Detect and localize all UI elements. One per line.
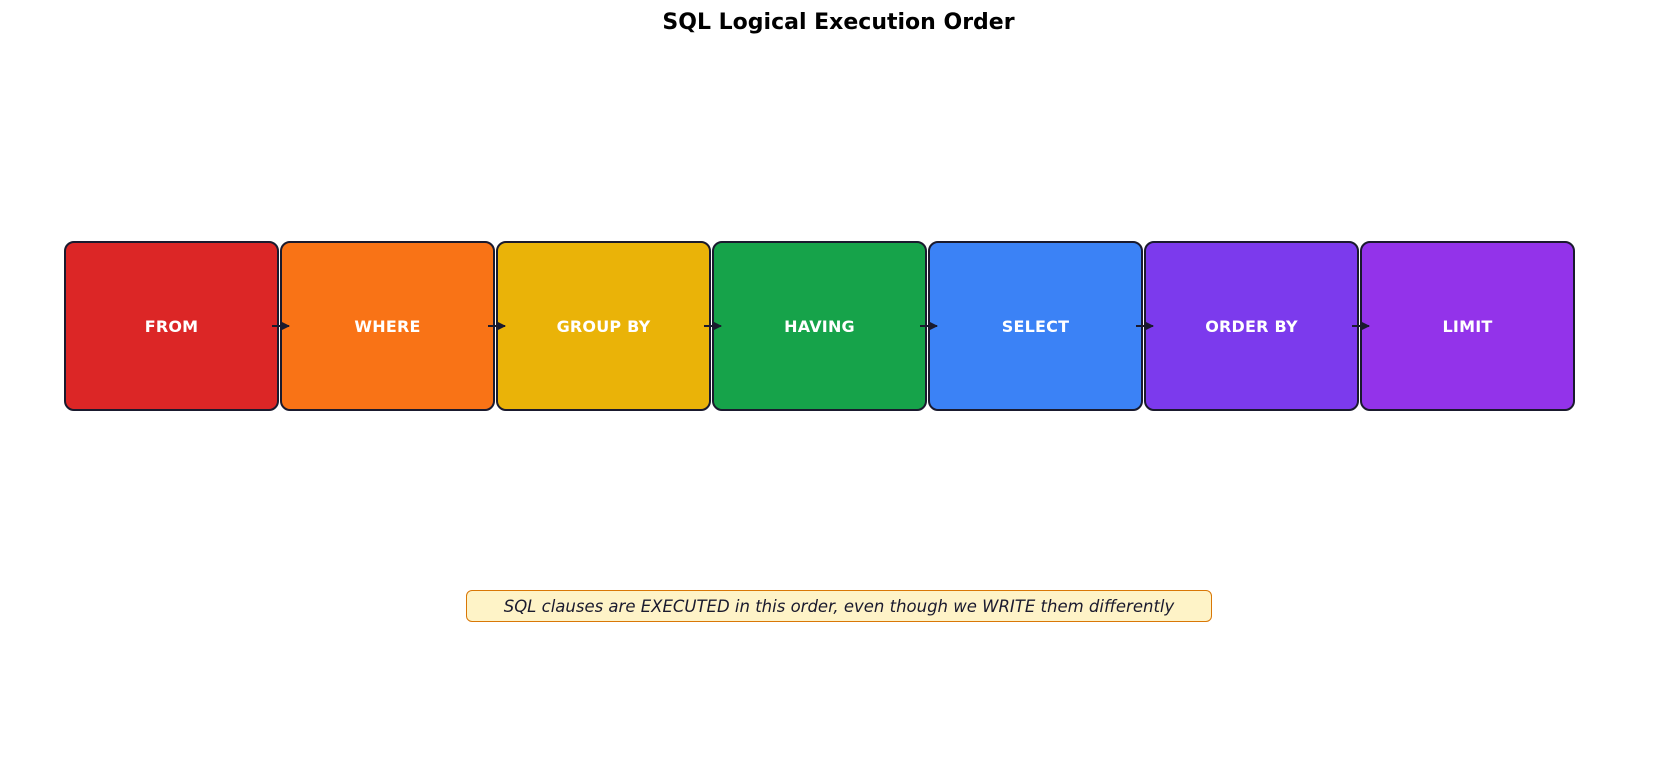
step-label: HAVING xyxy=(784,316,855,336)
execution-order-note: SQL clauses are EXECUTED in this order, … xyxy=(466,590,1212,622)
step-label: LIMIT xyxy=(1442,316,1493,336)
step-label: FROM xyxy=(144,316,199,336)
step-group-by: GROUP BY xyxy=(496,241,711,411)
step-limit: LIMIT xyxy=(1360,241,1575,411)
step-order-by: ORDER BY xyxy=(1144,241,1359,411)
step-label: WHERE xyxy=(354,316,421,336)
step-label: SELECT xyxy=(1001,316,1070,336)
step-select: SELECT xyxy=(928,241,1143,411)
diagram-title: SQL Logical Execution Order xyxy=(662,10,1015,35)
step-where: WHERE xyxy=(280,241,495,411)
step-label: ORDER BY xyxy=(1205,316,1298,336)
step-label: GROUP BY xyxy=(556,316,651,336)
step-from: FROM xyxy=(64,241,279,411)
step-having: HAVING xyxy=(712,241,927,411)
note-text: SQL clauses are EXECUTED in this order, … xyxy=(503,596,1175,616)
